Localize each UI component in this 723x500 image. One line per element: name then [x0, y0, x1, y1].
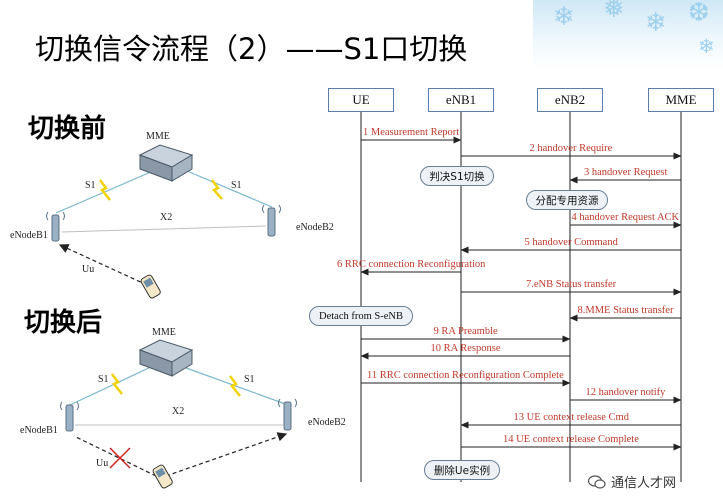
uu-link-new — [165, 432, 288, 477]
message-label: 12 handover notify — [585, 387, 666, 398]
phone-icon — [152, 464, 173, 489]
mme-label: MME — [146, 131, 170, 142]
before-diagram — [46, 167, 281, 299]
uu-label: Uu — [82, 264, 95, 275]
message-label: 3 handover Request — [584, 167, 668, 178]
antenna-icon — [262, 204, 281, 237]
uu-link-old — [73, 435, 157, 477]
s1-label: S1 — [231, 180, 242, 191]
uu-label: Uu — [96, 458, 109, 469]
s1-link-left — [69, 364, 156, 406]
message-label: 9 RA Preamble — [433, 326, 498, 337]
snowflake-icon: ❆ — [688, 0, 710, 28]
antenna-icon — [278, 398, 297, 431]
message-label: 13 UE context release Cmd — [513, 412, 629, 423]
router-icon — [138, 339, 194, 377]
after-label: 切换后 — [24, 308, 103, 338]
x2-label: X2 — [172, 406, 185, 417]
entity-mme: MME — [648, 88, 714, 112]
note-delete-ue: 删除Ue实例 — [424, 460, 500, 480]
snowflake-icon: ❄ — [698, 34, 715, 58]
note-allocate-resources: 分配专用资源 — [526, 190, 608, 210]
s1-label: S1 — [244, 374, 255, 385]
before-label: 切换前 — [28, 114, 107, 144]
message-label: 7.eNB Status transfer — [526, 279, 617, 290]
note-detach: Detach from S-eNB — [309, 306, 413, 326]
uu-link — [58, 244, 148, 286]
cross-icon — [109, 447, 131, 469]
entity-ue: UE — [328, 88, 394, 112]
lightning-icon — [229, 375, 241, 397]
enodeb2-label: eNodeB2 — [308, 417, 346, 428]
after-diagram — [60, 364, 297, 489]
x2-link — [61, 225, 267, 233]
s1-label: S1 — [98, 374, 109, 385]
slide-title: 切换信令流程（2）——S1口切换 — [35, 32, 468, 66]
enodeb1-label: eNodeB1 — [10, 230, 48, 241]
note-decide-s1: 判决S1切换 — [420, 166, 494, 186]
lightning-icon — [211, 179, 223, 200]
snowflake-banner: ❄ ❅ ❄ ❆ ❄ — [533, 0, 723, 70]
watermark-text: 通信人才网 — [611, 476, 677, 491]
s1-link-right — [179, 167, 273, 208]
lightning-icon — [99, 179, 111, 201]
snowflake-icon: ❄ — [553, 2, 575, 32]
message-label: 2 handover Require — [529, 143, 613, 154]
wechat-icon — [588, 474, 606, 489]
enodeb1-label: eNodeB1 — [20, 425, 58, 436]
message-label: 5 handover Command — [524, 237, 618, 248]
antenna-icon — [60, 401, 79, 432]
message-label: 8.MME Status transfer — [577, 305, 674, 316]
message-label: 11 RRC connection Reconfiguration Comple… — [367, 370, 564, 381]
snowflake-icon: ❅ — [603, 0, 625, 24]
router-icon — [138, 144, 194, 182]
message-label: 10 RA Response — [430, 343, 501, 354]
enodeb2-label: eNodeB2 — [296, 222, 334, 233]
message-label: 1 Measurement Report — [363, 127, 460, 138]
s1-link-left — [55, 167, 161, 214]
antenna-icon — [46, 211, 65, 242]
lightning-icon — [111, 373, 123, 395]
message-label: 6 RRC connection Reconfiguration — [337, 259, 486, 270]
x2-label: X2 — [160, 212, 173, 223]
sequence-diagram — [360, 112, 682, 482]
entity-enb1: eNB1 — [428, 88, 494, 112]
message-label: 4 handover Request ACK — [571, 212, 680, 223]
entity-enb2: eNB2 — [537, 88, 603, 112]
watermark: 通信人才网 — [588, 472, 676, 491]
s1-label: S1 — [85, 180, 96, 191]
phone-icon — [140, 274, 161, 299]
message-label: 14 UE context release Complete — [503, 434, 639, 445]
mme-label: MME — [152, 327, 176, 338]
snowflake-icon: ❄ — [645, 8, 667, 38]
